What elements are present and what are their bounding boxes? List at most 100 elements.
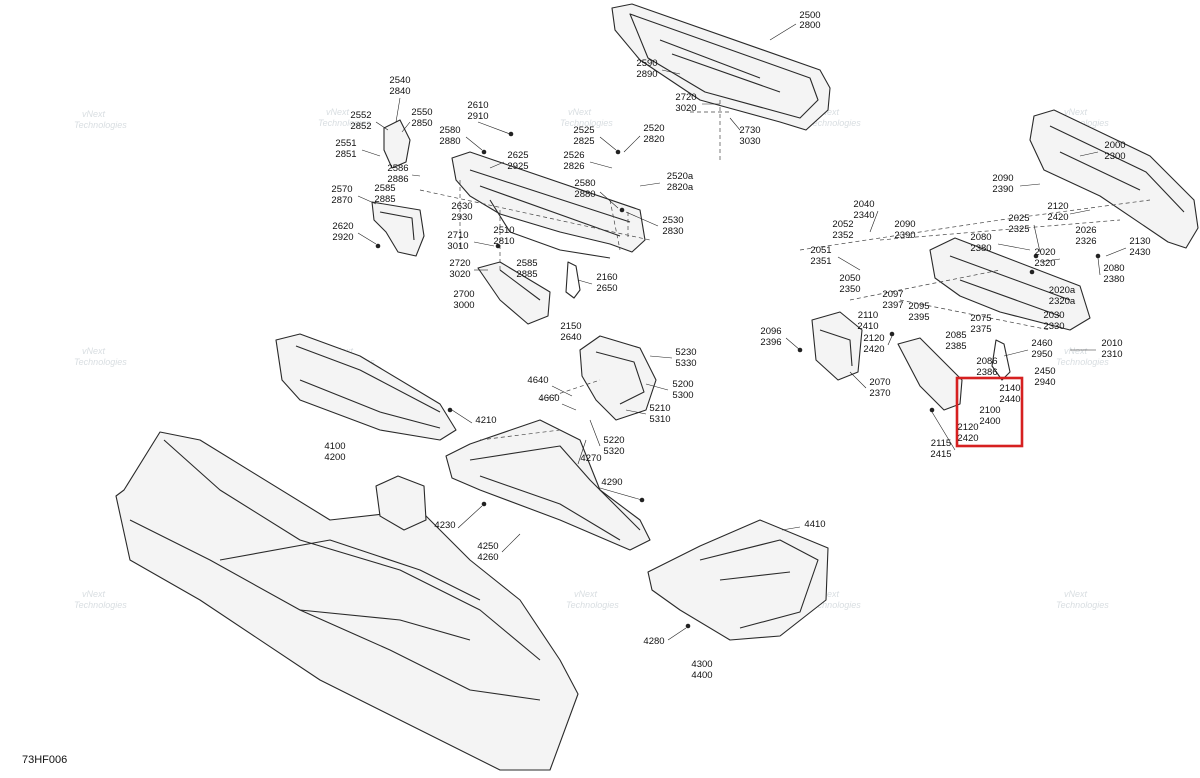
svg-text:2585: 2585 [374,183,395,194]
svg-text:2040: 2040 [853,199,874,210]
watermark-text: vNext [326,107,350,117]
svg-text:2840: 2840 [389,86,410,97]
svg-text:4100: 4100 [324,441,345,452]
svg-text:2910: 2910 [467,111,488,122]
svg-text:2051: 2051 [810,245,831,256]
svg-text:3000: 3000 [453,300,474,311]
svg-text:2885: 2885 [516,269,537,280]
callout-4410: 4410 [804,519,825,530]
svg-text:2340: 2340 [853,210,874,221]
svg-text:2870: 2870 [331,195,352,206]
svg-text:2110: 2110 [858,310,878,321]
svg-text:2890: 2890 [636,69,657,80]
svg-text:2351: 2351 [810,256,831,267]
svg-text:3020: 3020 [675,103,696,114]
svg-text:2700: 2700 [453,289,474,300]
svg-text:2385: 2385 [945,341,966,352]
svg-text:2080: 2080 [970,232,991,243]
svg-text:2025: 2025 [1008,213,1029,224]
svg-text:2300: 2300 [1104,151,1125,162]
svg-text:2800: 2800 [799,20,820,31]
svg-text:2625: 2625 [507,150,528,161]
svg-text:2825: 2825 [573,136,594,147]
watermark-text: vNext [1064,107,1088,117]
svg-text:2010: 2010 [1101,338,1122,349]
svg-text:2140: 2140 [999,383,1020,394]
svg-text:2120: 2120 [863,333,884,344]
svg-text:4410: 4410 [804,519,825,530]
svg-text:5230: 5230 [675,347,696,358]
svg-text:2090: 2090 [894,219,915,230]
svg-text:2940: 2940 [1034,377,1055,388]
callout-4230: 4230 [434,520,455,531]
watermark-text: vNext [816,107,840,117]
svg-text:2886: 2886 [387,174,408,185]
svg-text:2080: 2080 [1103,263,1124,274]
svg-text:2030: 2030 [1043,310,1064,321]
svg-text:2540: 2540 [389,75,410,86]
fastener-markers [375,131,1101,629]
svg-text:2386: 2386 [976,367,997,378]
callout-4640: 4640 [527,375,548,386]
svg-text:2380: 2380 [970,243,991,254]
callout-4280: 4280 [643,636,664,647]
watermark-text: vNext [574,589,598,599]
svg-text:2710: 2710 [447,230,468,241]
svg-text:2440: 2440 [999,394,1020,405]
console-bracket-part [579,335,657,421]
svg-text:2460: 2460 [1031,338,1052,349]
svg-text:2630: 2630 [451,201,472,212]
svg-text:2950: 2950 [1031,349,1052,360]
svg-text:2397: 2397 [882,300,903,311]
svg-text:2400: 2400 [979,416,1000,427]
svg-text:4290: 4290 [601,477,622,488]
svg-text:2052: 2052 [832,219,853,230]
svg-text:2120: 2120 [1047,201,1068,212]
svg-text:2150: 2150 [560,321,581,332]
hinge-bracket-part [371,119,425,257]
svg-text:2350: 2350 [839,284,860,295]
svg-text:2375: 2375 [970,324,991,335]
svg-text:2380: 2380 [1103,274,1124,285]
svg-text:2020: 2020 [1034,247,1055,258]
svg-text:2526: 2526 [563,150,584,161]
watermark-text: vNext [1064,589,1088,599]
svg-text:2880: 2880 [574,189,595,200]
svg-text:2851: 2851 [335,149,356,160]
svg-text:2415: 2415 [930,449,951,460]
svg-text:2820a: 2820a [667,182,694,193]
svg-text:2920: 2920 [332,232,353,243]
svg-text:2395: 2395 [908,312,929,323]
svg-text:2130: 2130 [1129,236,1150,247]
svg-text:2330: 2330 [1043,321,1064,332]
diagram-code: 73HF006 [22,754,68,766]
